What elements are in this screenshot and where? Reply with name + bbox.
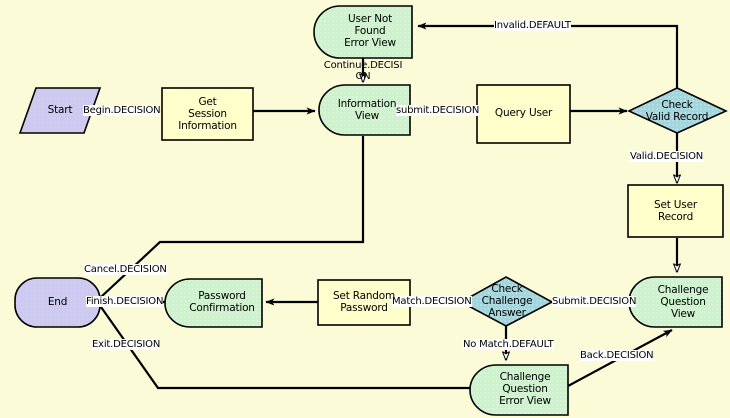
node-check-valid-record[interactable] <box>627 87 728 134</box>
edge-label-exit-decision: Exit.DECISION <box>92 339 161 350</box>
node-check-challenge-answer[interactable] <box>459 276 554 327</box>
node-challenge-question-view[interactable] <box>628 276 723 328</box>
edge-label-submit-decision: submit.DECISION <box>396 105 480 116</box>
edge-label-valid-decision: Valid.DECISION <box>630 151 704 162</box>
edge-label-no-match-default: No Match.DEFAULT <box>463 339 554 350</box>
edge-label-continue-decision-line1: Continue.DECISI <box>323 60 403 71</box>
connector-invalid-default <box>417 22 679 88</box>
edge-label-begin-decision: Begin.DECISION <box>83 105 161 116</box>
edge-label-continue-decision-line2: ON <box>355 71 371 82</box>
node-challenge-question-error-view[interactable] <box>469 364 569 416</box>
edge-label-cancel-decision: Cancel.DECISION <box>84 264 167 275</box>
edge-label-match-decision: Match.DECISION <box>392 296 472 307</box>
node-get-session-information[interactable] <box>161 87 254 141</box>
edge-label-invalid-default: Invalid.DEFAULT <box>494 20 571 31</box>
node-password-confirmation[interactable] <box>164 278 263 328</box>
connector-exit-decision <box>100 306 470 390</box>
node-user-not-found-error-view[interactable] <box>313 5 413 59</box>
node-query-user[interactable] <box>476 84 571 144</box>
node-set-user-record[interactable] <box>627 184 724 238</box>
edge-label-submit-decision-2: Submit.DECISION <box>552 296 637 307</box>
node-information-view[interactable] <box>318 84 411 136</box>
edge-label-finish-decision: Finish.DECISION <box>86 296 164 307</box>
node-start[interactable] <box>18 87 102 134</box>
edge-label-back-decision: Back.DECISION <box>580 350 654 361</box>
